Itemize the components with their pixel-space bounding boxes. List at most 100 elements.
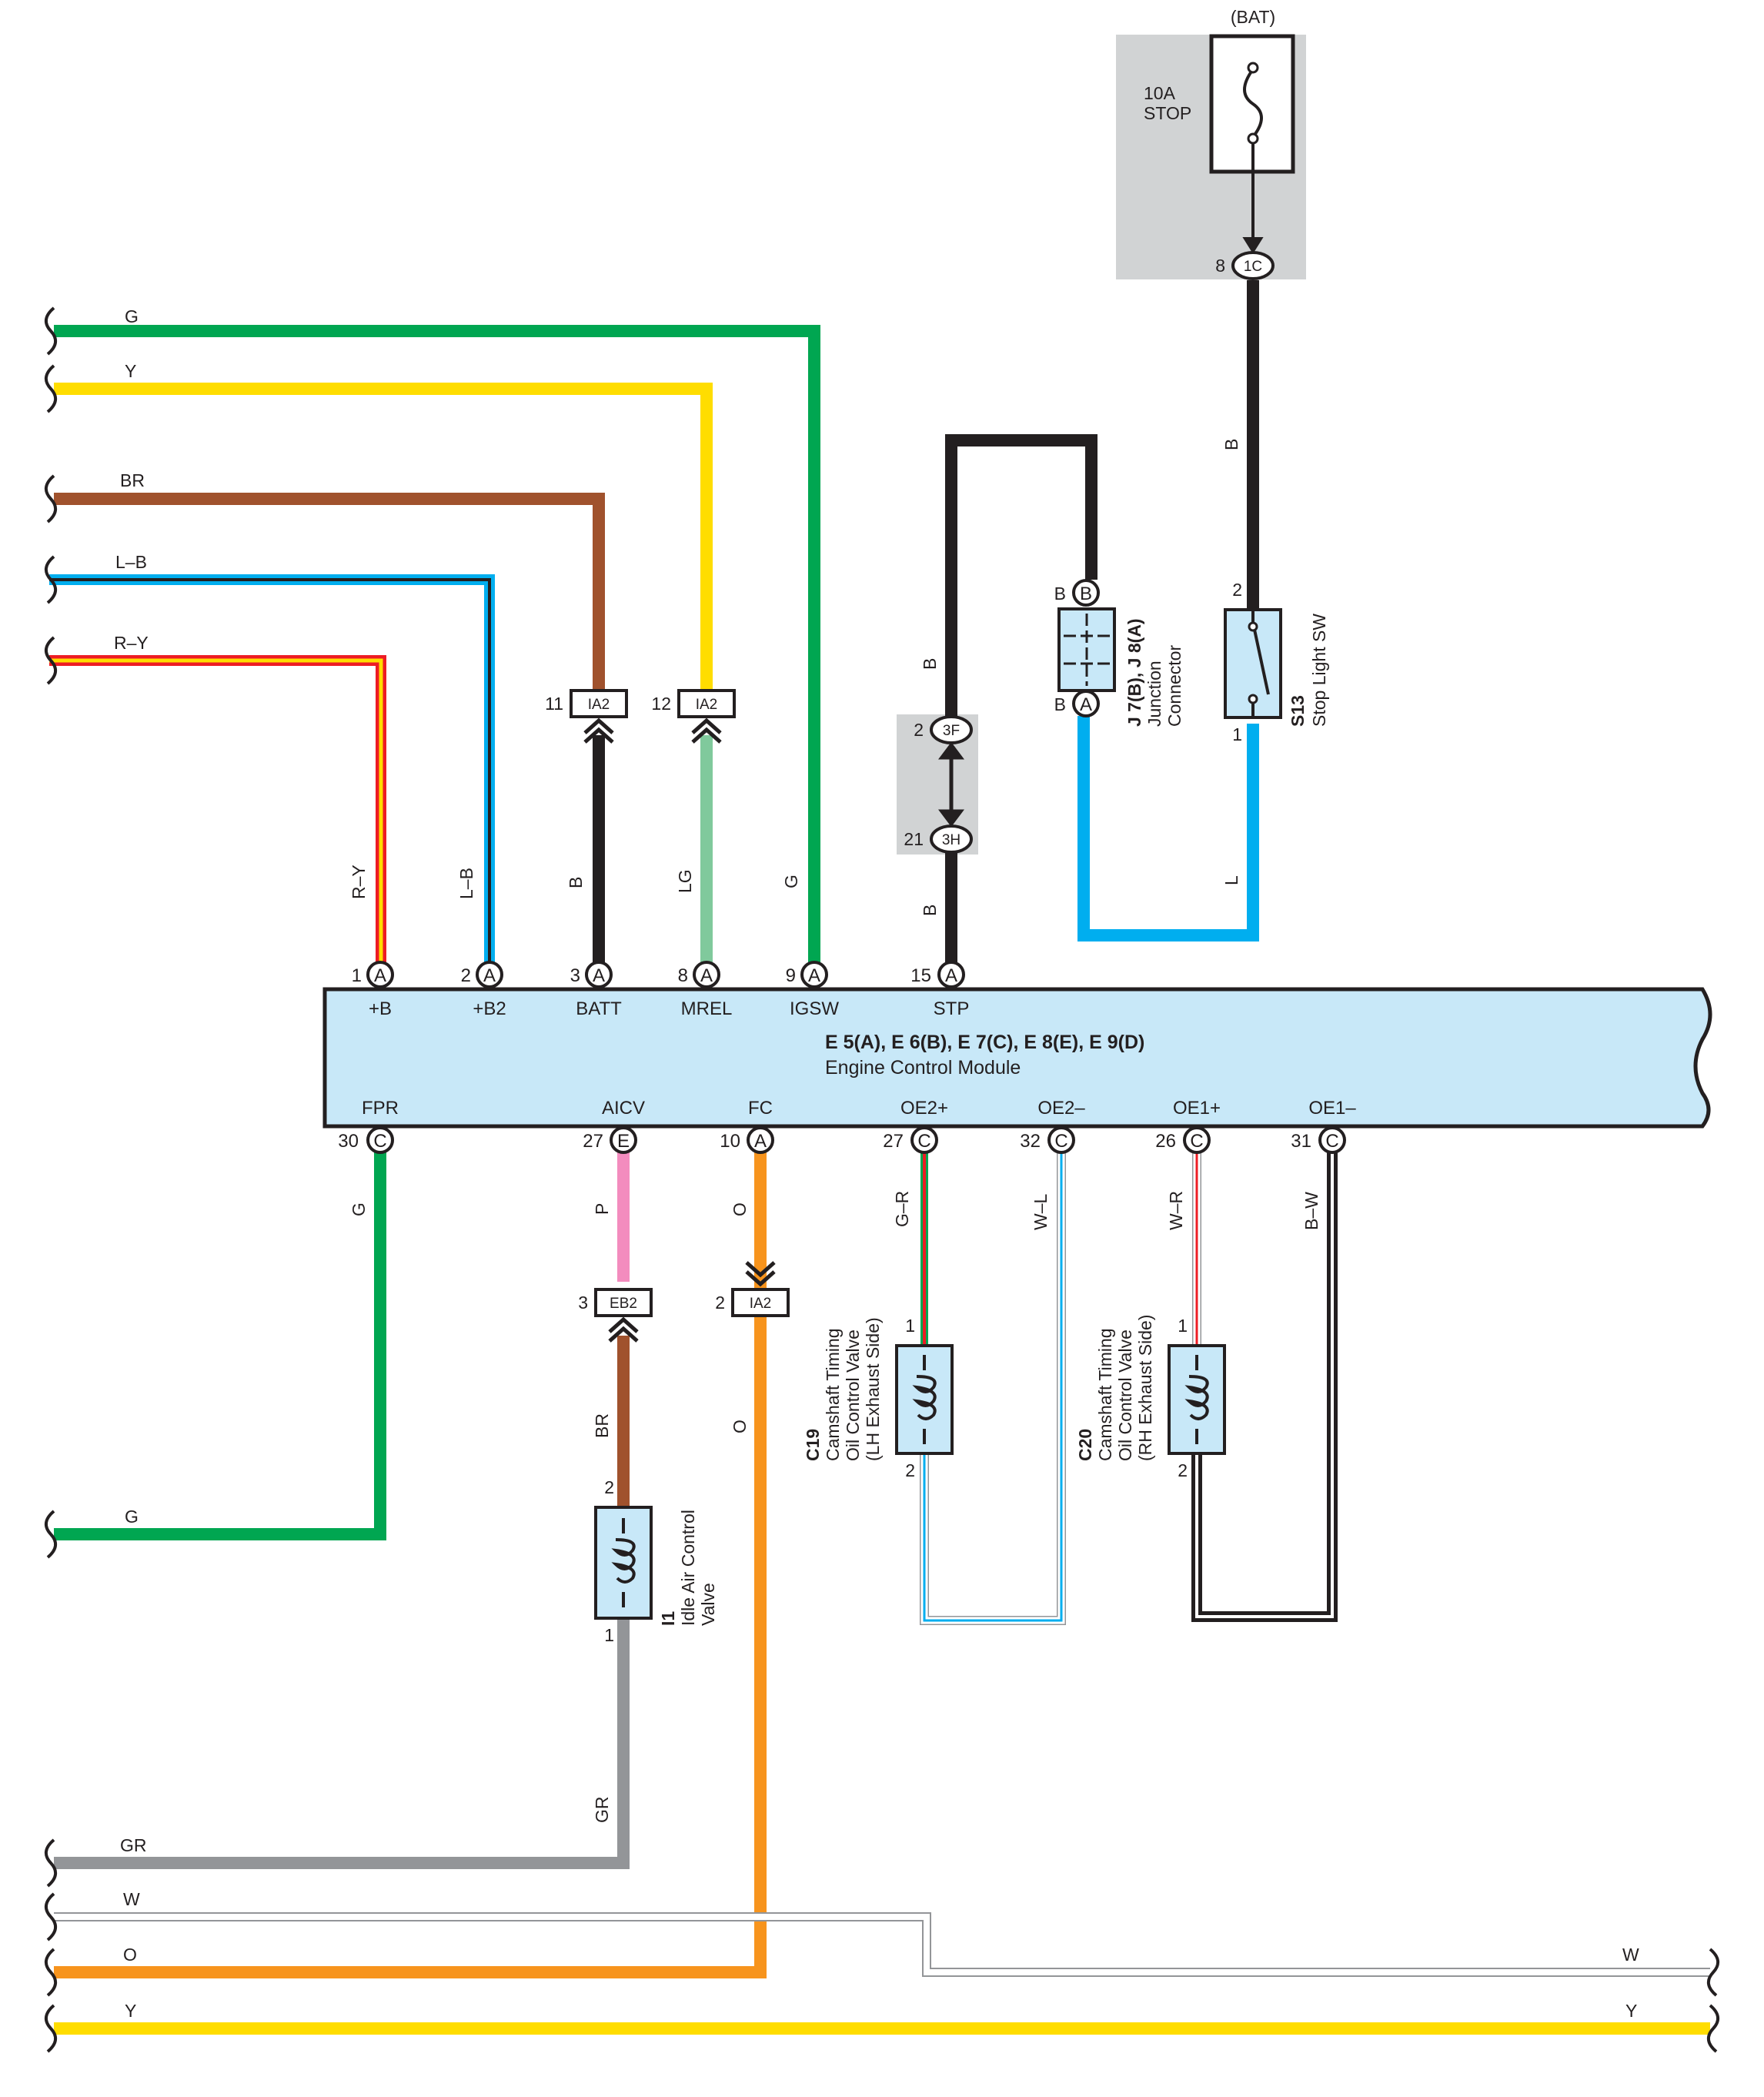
wlabel-wr-oe1p: W–R [1166,1191,1186,1230]
stop-sw-name: Stop Light SW [1309,614,1329,727]
pin-num-batt: 3 [570,965,580,986]
connector-ia2-batt-box [570,689,628,718]
pin-conn-stp: A [945,965,957,986]
pin-circle-fpr [366,1126,394,1154]
idle-air-pin-top: 2 [604,1477,614,1497]
junction-bottom-conn: A [1080,694,1092,715]
left-label-o: O [123,1945,137,1965]
pin-name-stp: STP [934,998,970,1019]
junction-top-pin: B [1054,584,1066,604]
wlabel-wl-oe2m: W–L [1031,1194,1051,1231]
wire-o-fc [54,1152,767,1978]
stop-sw-contact-bottom [1248,694,1258,704]
wire-g-fpr [54,1152,386,1540]
pin-conn-oe1m: C [1325,1131,1338,1152]
pin-circle-b2 [476,961,503,988]
left-label-w: W [123,1889,140,1909]
fuse-stop: (BAT) 10A STOP [1144,7,1295,254]
ecm-pin-fpr: FPR C 30 [338,1098,399,1154]
junction-connector: B B A B J 7(B), J 8(A) Junction Connecto… [1054,579,1184,727]
fuse-symbol [1243,68,1263,139]
pin-name-fpr: FPR [362,1098,399,1119]
right-label-y: Y [1625,2001,1637,2021]
pin-name-oe2m: OE2– [1037,1098,1085,1119]
left-label-br: BR [120,470,145,490]
left-label-y-bottom: Y [125,2001,136,2021]
break-w [45,1892,57,1941]
c20-line2: Oil Control Valve [1115,1329,1135,1461]
ecm-bottom-pins: FPR C 30 AICV E 27 FC A 10 OE2+ C 27 OE2… [338,1098,1356,1154]
junction-bottom-pin: B [1054,694,1066,714]
break-gr [45,1838,57,1888]
wire-br-batt [54,493,605,691]
c19-line3: (LH Exhaust Side) [863,1317,883,1461]
pin-num-oe1p: 26 [1155,1131,1176,1152]
c20-pin-bottom: 2 [1178,1460,1188,1480]
pin-name-oe1p: OE1+ [1173,1098,1221,1119]
pin-circle-b [366,961,394,988]
connector-ia2-fc: IA2 2 [715,1261,790,1317]
junction-grid [1064,614,1110,686]
pin-name-b2: +B2 [473,998,506,1019]
break-g-bottom [45,1510,57,1559]
c19-coil-icon [912,1355,937,1444]
pin-num-b2: 2 [461,965,471,986]
connector-eb2: EB2 3 [578,1288,653,1343]
junction-top-conn: B [1080,584,1092,604]
pin-name-aicv: AICV [602,1098,645,1119]
pin-conn-mrel: A [700,965,713,986]
pin-name-b: +B [369,998,392,1019]
wlabel-bw-oe1m: B–W [1301,1192,1321,1230]
connector-3h-label: 3H [942,832,961,848]
left-label-g-top: G [125,306,139,326]
connector-eb2-chevron [608,1316,639,1343]
c20-pin-top: 1 [1178,1316,1188,1336]
wlabel-b-batt: B [566,877,586,888]
pin-num-oe1m: 31 [1291,1131,1311,1152]
stop-sw-pin-bottom: 1 [1232,724,1242,744]
connector-ia2-fc-chevron [745,1261,776,1287]
pin-name-oe2p: OE2+ [900,1098,948,1119]
connector-3f-3h-arrows [938,741,964,828]
connector-ia2-batt-chevron [583,717,614,744]
connector-3h: 3H 21 [904,824,973,854]
pin-circle-oe1m [1318,1126,1346,1154]
connector-1c-num: 8 [1215,256,1225,276]
break-br [45,474,57,523]
wire-wl-oe2m-stripe [923,1152,1063,1622]
pin-conn-aicv: E [617,1131,630,1152]
pin-num-oe2p: 27 [883,1131,904,1152]
ecm-title: E 5(A), E 6(B), E 7(C), E 8(E), E 9(D) [825,1032,1144,1053]
pin-num-fc: 10 [720,1131,740,1152]
pin-circle-oe2p [910,1126,938,1154]
c20-line1: Camshaft Timing [1095,1328,1115,1461]
wlabel-o-fc-upper: O [730,1202,750,1216]
connector-ia2-mrel: IA2 12 [651,689,736,744]
break-y-right [1707,2004,1719,2053]
connector-eb2-num: 3 [578,1293,588,1313]
connector-eb2-box [594,1288,653,1317]
connector-ia2-mrel-box [677,689,736,718]
pin-circle-aicv [610,1126,637,1154]
idle-air-name-1: Idle Air Control [678,1510,698,1626]
ecm-top-pins: A 1 +B A 2 +B2 A 3 BATT A 8 MREL A 9 IGS… [352,961,970,1019]
c20-id: C20 [1075,1429,1095,1461]
pin-num-igsw: 9 [786,965,796,986]
right-label-w: W [1622,1945,1639,1965]
connector-ia2-mrel-chevron [691,717,722,744]
pin-circle-mrel [693,961,720,988]
idle-air-id: I1 [658,1611,678,1626]
c19-line1: Camshaft Timing [823,1328,843,1461]
idle-air-pin-bottom: 1 [604,1625,614,1645]
connector-ia2-fc-label: IA2 [750,1296,772,1312]
break-y-top [45,364,57,413]
wlabel-g-igsw: G [781,875,801,888]
fuse-output-arrow [1242,143,1264,254]
stop-sw-lever [1253,629,1270,695]
pin-num-aicv: 27 [583,1131,603,1152]
c19-pin-top: 1 [905,1316,915,1336]
wlabel-l-stop-sw: L [1221,875,1241,885]
pin-circle-igsw [800,961,828,988]
connector-eb2-label: EB2 [610,1296,637,1312]
